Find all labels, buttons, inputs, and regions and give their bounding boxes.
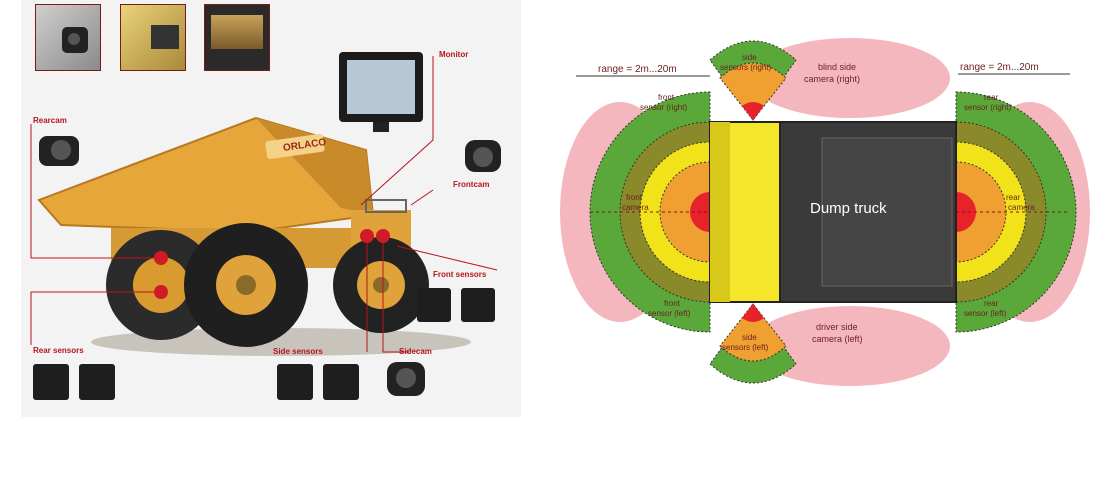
cab-railing — [365, 199, 407, 213]
thumbnail-truck-closeup — [120, 4, 186, 71]
ground-shadow — [91, 328, 471, 356]
zone-front-right-1: front — [658, 93, 675, 102]
zone-rear-left-2: sensor (left) — [964, 309, 1007, 318]
thumbnail-monitor-view — [204, 4, 270, 71]
callout-lines — [30, 56, 498, 353]
label-sidecam: Sidecam — [399, 347, 432, 356]
label-rearcam: Rearcam — [33, 116, 67, 125]
front-sensor-blocks — [417, 288, 495, 322]
monitor-device — [339, 52, 423, 132]
truck-illustration — [30, 52, 501, 400]
truck-photo-panel: Monitor Rearcam Frontcam Front sensors R… — [21, 0, 521, 417]
label-rear-sensors: Rear sensors — [33, 346, 84, 355]
zone-rear-right-1: rear — [984, 93, 999, 102]
zone-side-left-2: sensors (left) — [722, 343, 769, 352]
sidecam-device — [387, 362, 425, 396]
zone-driver-2: camera (left) — [812, 334, 863, 344]
label-front-sensors: Front sensors — [433, 270, 487, 279]
zone-front-left-1: front — [664, 299, 681, 308]
rearcam-device — [39, 136, 79, 166]
zone-blind-2: camera (right) — [804, 74, 860, 84]
zone-blind-1: blind side — [818, 62, 856, 72]
blind-side-pink-zone — [750, 38, 950, 118]
zone-side-right-2: sensors (right) — [720, 63, 771, 72]
thumbnail-camera-mount — [35, 4, 101, 71]
rear-marker-lower — [154, 285, 168, 299]
zone-rear-cam-2: camera — [1008, 203, 1035, 212]
side-right-coverage — [709, 40, 797, 121]
zone-side-right-1: side — [742, 53, 757, 62]
label-frontcam: Frontcam — [453, 180, 490, 189]
zone-front-cam-1: front — [626, 193, 643, 202]
truck-top-view — [709, 121, 957, 303]
truck-label: Dump truck — [810, 200, 887, 217]
front-wheel — [333, 237, 429, 333]
label-monitor: Monitor — [439, 50, 469, 59]
driver-side-pink-zone — [750, 306, 950, 386]
front-marker — [376, 229, 390, 243]
frontcam-device — [465, 140, 501, 172]
zone-rear-cam-1: rear — [1006, 193, 1021, 202]
label-side-sensors: Side sensors — [273, 347, 323, 356]
rear-sensor-blocks — [33, 364, 115, 400]
side-left-coverage — [709, 303, 797, 384]
zone-rear-right-2: sensor (right) — [964, 103, 1011, 112]
coverage-diagram: range = 2m...20m range = 2m...20m Dump t… — [560, 30, 1100, 390]
zone-rear-left-1: rear — [984, 299, 999, 308]
range-label-left: range = 2m...20m — [598, 64, 677, 75]
rear-marker-upper — [154, 251, 168, 265]
zone-front-left-2: sensor (left) — [648, 309, 691, 318]
zone-front-right-2: sensor (right) — [640, 103, 687, 112]
zone-side-left-1: side — [742, 333, 757, 342]
coverage-svg: range = 2m...20m range = 2m...20m Dump t… — [560, 38, 1090, 386]
side-marker — [360, 229, 374, 243]
brand-plate — [265, 133, 325, 160]
rear-wheel-inner — [184, 223, 308, 347]
side-sensor-blocks — [277, 364, 359, 400]
zone-front-cam-2: camera — [622, 203, 649, 212]
zone-driver-1: driver side — [816, 322, 858, 332]
range-label-right: range = 2m...20m — [960, 62, 1039, 73]
